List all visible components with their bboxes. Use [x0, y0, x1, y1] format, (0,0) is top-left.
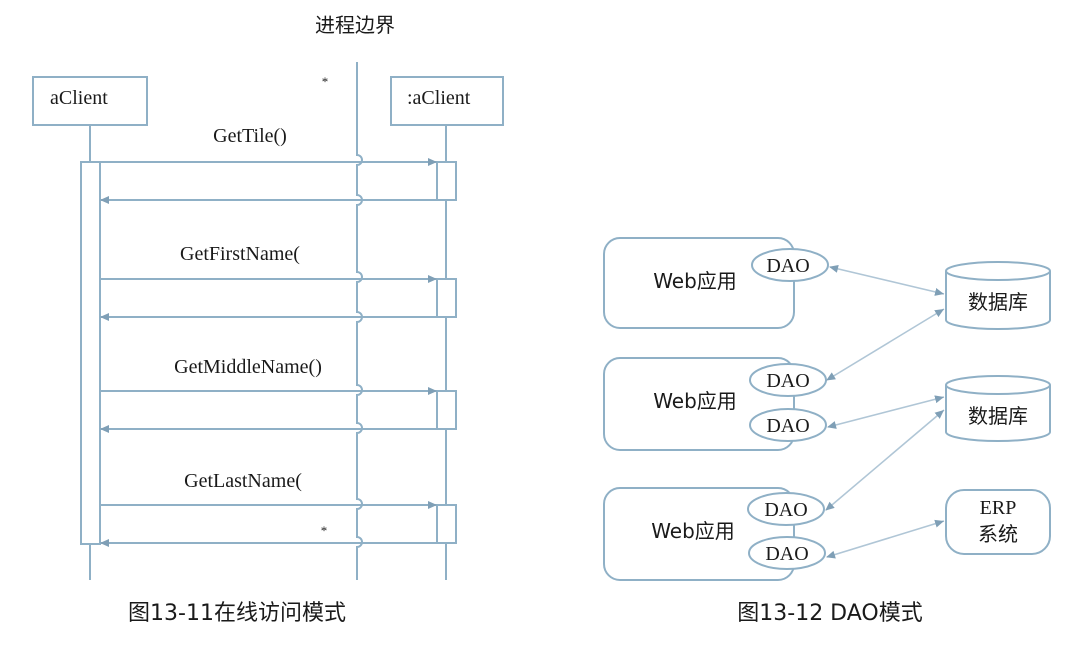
arrow-dao3a-db2: [825, 409, 945, 511]
activation-left: [80, 161, 101, 545]
erp-label-line2: 系统: [978, 522, 1018, 546]
web-app-box-2: [603, 357, 795, 451]
activation-right-4: [436, 504, 457, 544]
dao-diagram: Web应用 DAO Web应用 DAO DAO Web应用 DAO DAO 数据…: [603, 237, 1051, 626]
web-app-box-1: [603, 237, 795, 329]
message-label-4: GetLastName(: [184, 470, 302, 492]
dao-oval-1: [751, 248, 829, 282]
client-box-right: [390, 76, 504, 126]
client-box-left: [32, 76, 148, 126]
database-label-1: 数据库: [968, 290, 1028, 314]
web-app-box-3: [603, 487, 795, 581]
activation-right-1: [436, 161, 457, 201]
dao-oval-2a: [749, 363, 827, 397]
arrow-dao2a-db1: [826, 308, 945, 381]
arrow-dao1-db1: [829, 264, 945, 296]
dao-label-3b: DAO: [765, 543, 808, 565]
erp-system-box: [945, 489, 1051, 555]
message-label-3: GetMiddleName(): [174, 356, 322, 378]
web-app-label-1: Web应用: [653, 269, 737, 293]
database-cylinder-1: 数据库: [945, 261, 1051, 330]
right-caption: 图13-12 DAO模式: [737, 601, 922, 626]
web-app-label-3: Web应用: [651, 519, 735, 543]
dao-label-1: DAO: [766, 255, 809, 277]
erp-label-line1: ERP: [980, 497, 1017, 519]
dao-oval-3a: [747, 492, 825, 526]
boundary-asterisk-top: *: [322, 74, 329, 89]
web-app-label-2: Web应用: [653, 389, 737, 413]
client-right-label: :aClient: [407, 87, 471, 109]
dao-label-2a: DAO: [766, 370, 809, 392]
database-label-2: 数据库: [968, 404, 1028, 428]
dao-label-3a: DAO: [764, 499, 807, 521]
arrow-dao3b-erp: [826, 519, 945, 559]
dao-oval-3b: [748, 536, 826, 570]
activation-right-3: [436, 390, 457, 430]
client-left-label: aClient: [50, 87, 108, 109]
sequence-diagram: 进程边界 * aClient :aClient GetTile() GetFir…: [32, 13, 504, 626]
left-caption: 图13-11在线访问模式: [128, 601, 346, 626]
process-boundary-label: 进程边界: [315, 13, 395, 37]
process-boundary-line: [356, 62, 363, 580]
activation-right-2: [436, 278, 457, 318]
arrow-dao2b-db2: [827, 395, 945, 429]
database-cylinder-2: 数据库: [945, 375, 1051, 442]
message-label-1: GetTile(): [213, 125, 287, 147]
message-label-2: GetFirstName(: [180, 243, 300, 265]
dao-label-2b: DAO: [766, 415, 809, 437]
boundary-asterisk-bottom: *: [321, 523, 328, 538]
